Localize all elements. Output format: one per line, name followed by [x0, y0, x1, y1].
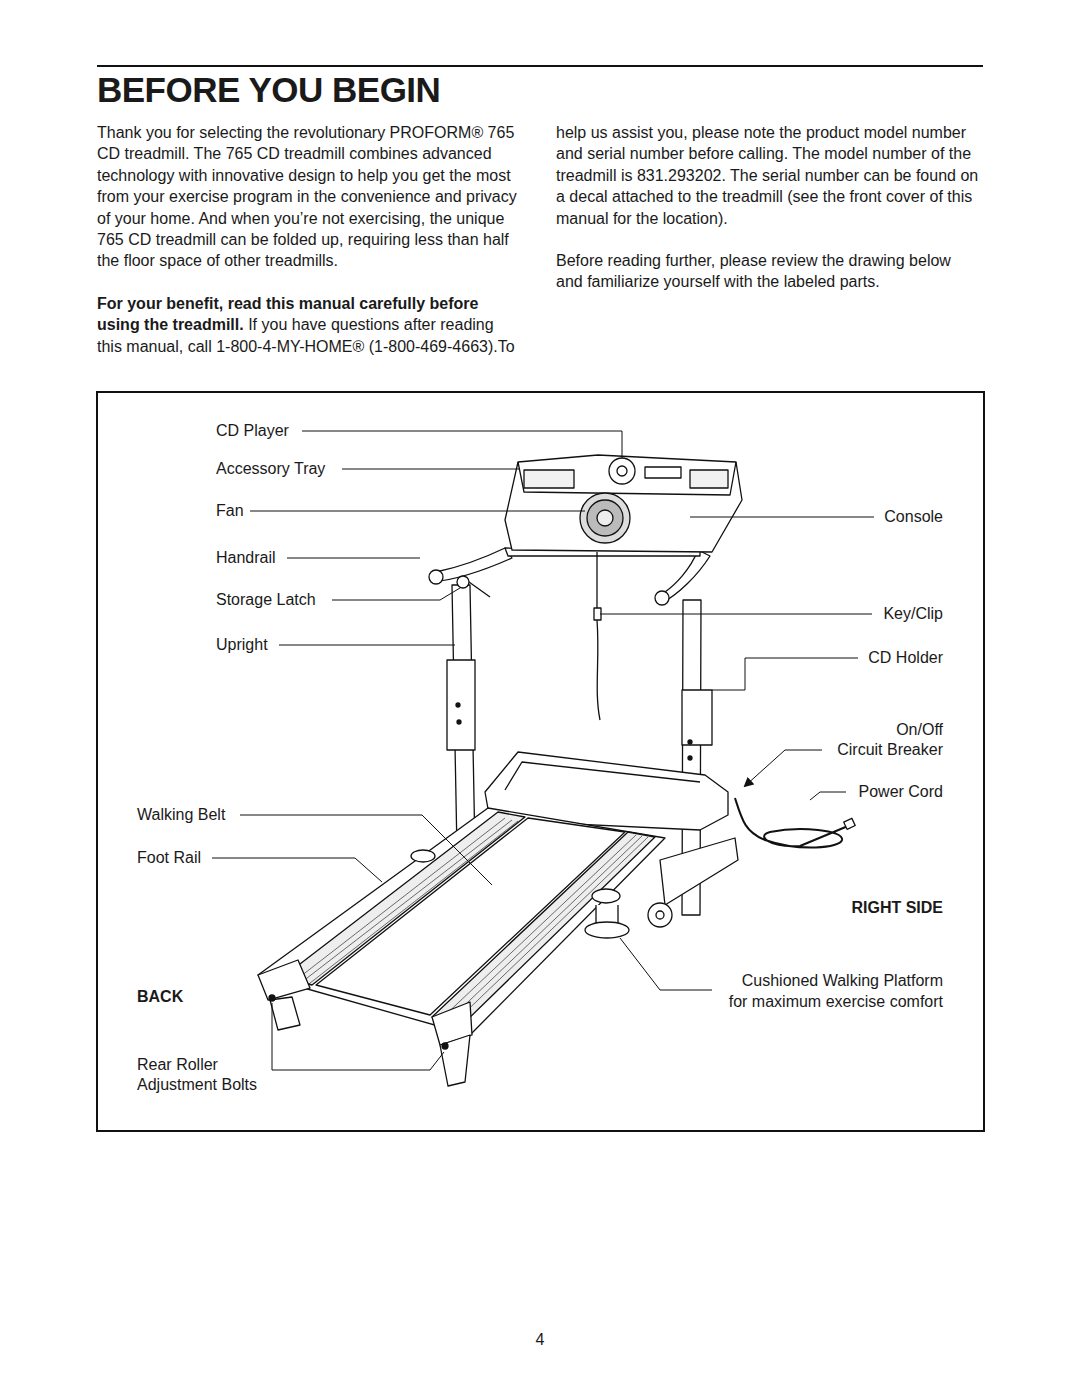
part-label: Storage Latch [216, 590, 316, 610]
intro-text: Thank you for selecting the revolutionar… [97, 122, 981, 360]
paragraph-text: Before reading further, please review th… [556, 252, 951, 290]
part-label: Key/Clip [883, 604, 943, 624]
part-label: Power Cord [859, 782, 943, 802]
part-label: RIGHT SIDE [851, 898, 943, 918]
intro-paragraph: Before reading further, please review th… [556, 250, 981, 293]
page-number: 4 [536, 1330, 545, 1350]
part-label: Cushioned Walking Platform [742, 971, 943, 991]
part-label: BACK [137, 987, 183, 1007]
figure-frame [97, 392, 984, 1131]
part-label: Fan [216, 501, 244, 521]
part-label: Rear Roller Adjustment Bolts [137, 1055, 277, 1095]
part-label: Circuit Breaker [837, 740, 943, 760]
part-label: Foot Rail [137, 848, 201, 868]
part-label: for maximum exercise comfort [729, 992, 943, 1012]
part-label: Accessory Tray [216, 459, 325, 479]
part-label: CD Holder [868, 648, 943, 668]
paragraph-text: Thank you for selecting the revolutionar… [97, 124, 517, 269]
page-title: BEFORE YOU BEGIN [97, 70, 440, 110]
part-label: Handrail [216, 548, 276, 568]
part-label: Console [884, 507, 943, 527]
top-rule [97, 65, 983, 67]
part-label: CD Player [216, 421, 289, 441]
intro-paragraph: Thank you for selecting the revolutionar… [97, 122, 522, 272]
part-label: On/Off [896, 720, 943, 740]
part-label: Walking Belt [137, 805, 225, 825]
treadmill-drawing [258, 455, 855, 1086]
part-label: Upright [216, 635, 268, 655]
